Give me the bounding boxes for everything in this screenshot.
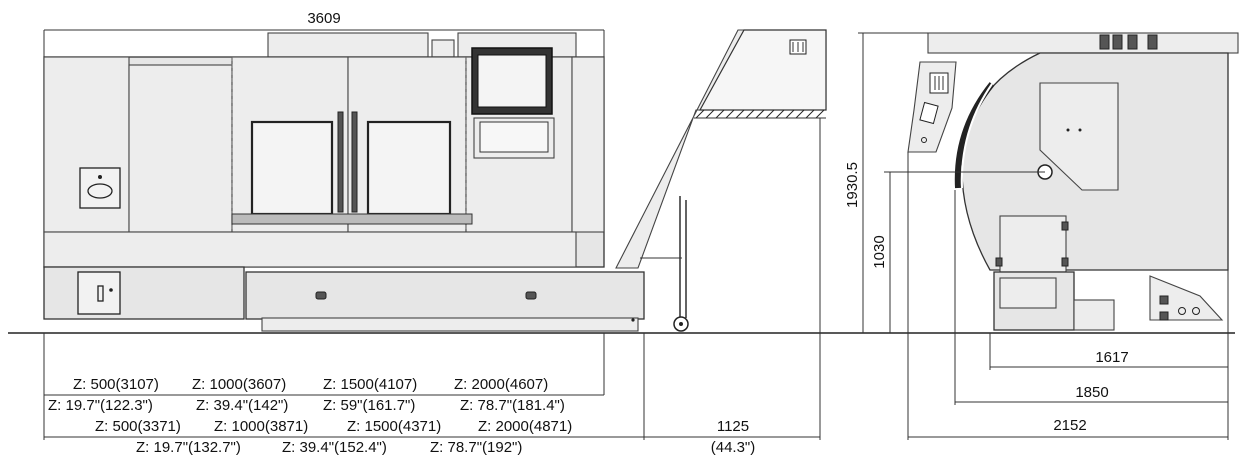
stroke-row-2-item-4: Z: 78.7"(181.4") (460, 397, 565, 414)
electrical-cabinet-door (77, 271, 121, 315)
stroke-row-4-item-3: Z: 78.7"(192") (430, 439, 522, 456)
top-rail (927, 32, 1239, 54)
depth-3-label: 2152 (1053, 417, 1086, 434)
door-handle-right (351, 111, 358, 213)
cabinet-handle (97, 285, 104, 302)
pendant-button (919, 101, 939, 125)
base-step (1073, 299, 1115, 331)
stroke-row-2-item-1: Z: 19.7"(122.3") (48, 397, 153, 414)
stroke-row-1-item-1: Z: 500(3107) (73, 376, 159, 393)
stroke-row-3-item-2: Z: 1000(3871) (214, 418, 308, 435)
control-screen (477, 54, 547, 108)
side-panel-lock (98, 175, 102, 179)
door-window-right (366, 120, 452, 216)
chip-tray (245, 271, 645, 320)
left-panel (128, 64, 233, 233)
tailstock-box (999, 215, 1067, 273)
stroke-row-1-item-2: Z: 1000(3607) (192, 376, 286, 393)
overall-width-label: 3609 (307, 10, 340, 27)
base-left (43, 266, 245, 320)
tray-bolt (631, 318, 635, 322)
side-panel-handle (87, 183, 113, 199)
side-dimensions: 1930.5 1030 1617 1850 2152 (844, 32, 1229, 440)
conveyor-outlet (1149, 275, 1224, 321)
side-access-panel (79, 167, 121, 209)
door-rail (231, 213, 473, 225)
conveyor-length-inch-label: (44.3") (711, 439, 756, 456)
cabinet-lock (109, 288, 113, 292)
front-dimensions: 3609 Z: 500(3107) Z: 1000(3607) Z: 1500(… (43, 10, 821, 456)
stroke-row-4-item-2: Z: 39.4"(152.4") (282, 439, 387, 456)
conveyor-length-label: 1125 (717, 418, 749, 435)
top-box (431, 39, 455, 58)
top-fitting (1147, 34, 1158, 50)
tray-handle-left (315, 291, 327, 300)
chip-tray-base (261, 317, 639, 332)
caster-hub (679, 322, 683, 326)
right-end-panel (571, 56, 605, 233)
curved-guard-highlight (960, 83, 993, 189)
depth-2-label: 1850 (1075, 384, 1108, 401)
conveyor-hatch (694, 109, 826, 119)
stroke-row-2-item-2: Z: 39.4"(142") (196, 397, 288, 414)
stroke-row-3-item-3: Z: 1500(4371) (347, 418, 441, 435)
top-fitting (1112, 34, 1123, 50)
total-height-label: 1930.5 (844, 162, 861, 208)
stroke-row-1-item-4: Z: 2000(4607) (454, 376, 548, 393)
side-view-machine (907, 32, 1239, 331)
pendant-knob (921, 137, 927, 143)
keypad-area (479, 121, 549, 153)
front-view-machine (8, 29, 1235, 334)
base-door (999, 277, 1057, 309)
top-fitting (1127, 34, 1138, 50)
stroke-row-3-item-1: Z: 500(3371) (95, 418, 181, 435)
lower-band (43, 231, 577, 268)
top-fitting (1099, 34, 1110, 50)
turret-plate (1039, 82, 1119, 191)
spindle-height-label: 1030 (871, 235, 888, 268)
tray-handle-right (525, 291, 537, 300)
stroke-row-2-item-3: Z: 59"(161.7") (323, 397, 415, 414)
door-window-left (250, 120, 334, 216)
stroke-row-3-item-4: Z: 2000(4871) (478, 418, 572, 435)
stroke-row-4-item-1: Z: 19.7"(132.7") (136, 439, 241, 456)
door-handle-left (337, 111, 344, 213)
top-housing (267, 32, 429, 58)
depth-1-label: 1617 (1095, 349, 1128, 366)
stroke-row-1-item-3: Z: 1500(4107) (323, 376, 417, 393)
